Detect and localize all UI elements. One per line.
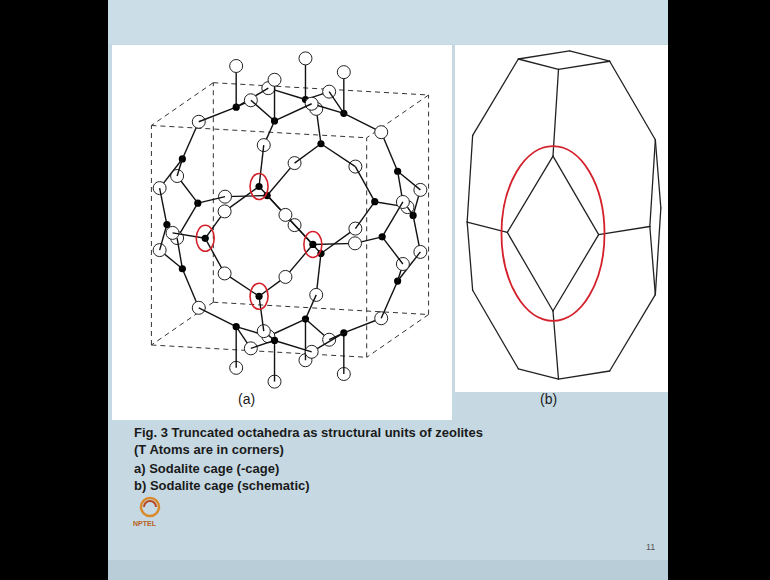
bond-line [381, 281, 397, 318]
bond-line [355, 167, 374, 202]
bond-line [173, 233, 206, 238]
red-annotation [196, 225, 214, 251]
cage-edge [467, 222, 473, 290]
bond-line [160, 188, 167, 224]
bond-line [355, 202, 374, 229]
cube-edge [428, 95, 429, 315]
schematic-cage [467, 51, 661, 379]
cage-edge [610, 295, 656, 371]
bond-line [275, 340, 312, 351]
bond-line [235, 327, 236, 368]
oxygen-atom [375, 126, 388, 139]
cage-edge [570, 51, 610, 61]
bond-line [382, 202, 403, 237]
figure-caption: Fig. 3 Truncated octahedra as structural… [134, 424, 491, 458]
oxygen-atom [337, 66, 350, 79]
cube-edge [213, 83, 428, 95]
bond-line [199, 308, 236, 327]
cage-edge [650, 227, 656, 295]
oxygen-atom [279, 270, 292, 283]
panel-b [455, 45, 668, 392]
cage-edge [558, 61, 609, 69]
cage-edge [553, 69, 559, 156]
bond-line [274, 340, 275, 381]
cage-edge [655, 140, 661, 208]
cube-edge [151, 125, 366, 137]
cube-edge [213, 302, 428, 314]
top-band [108, 0, 668, 44]
cage-edge [507, 156, 553, 232]
logo-ring [141, 498, 159, 516]
bond-line [251, 100, 275, 121]
bond-line [321, 144, 355, 167]
cube-edge [151, 345, 366, 357]
oxygen-atom [218, 205, 231, 218]
caption-item: b) Sodalite cage (schematic) [134, 478, 310, 493]
panel-a [112, 45, 452, 420]
cube-edge [367, 95, 429, 138]
bond-line [199, 107, 236, 122]
cube-edge [151, 125, 152, 345]
panel-label: (b) [540, 391, 557, 407]
red-annotation [304, 231, 322, 257]
logo-text: NPTEL [133, 520, 156, 527]
bond-line [343, 333, 344, 374]
bond-line [251, 340, 275, 348]
cage-edge [558, 371, 609, 379]
cage-edge [507, 232, 553, 311]
bond-line [259, 296, 264, 331]
caption-item: a) Sodalite cage (-cage) [134, 461, 279, 476]
bond-line [259, 145, 264, 186]
cage-edge [518, 59, 558, 69]
cage-edge [518, 51, 569, 59]
bond-line [236, 88, 268, 107]
oxygen-atom [268, 73, 281, 86]
red-annotation [250, 174, 268, 200]
bond-line [160, 225, 167, 251]
nptel-logo [141, 498, 159, 516]
bond-line [198, 197, 225, 203]
cage-edge [473, 59, 519, 135]
cube-edge [151, 302, 213, 345]
bond-line [275, 104, 312, 121]
bond-line [177, 238, 182, 269]
oxygen-atom [348, 237, 361, 250]
red-annotation [501, 146, 604, 321]
cage-edge [650, 140, 656, 227]
oxygen-atom [279, 208, 292, 221]
cage-edge [553, 156, 599, 235]
ball-and-stick-cage [151, 52, 428, 388]
cage-edge [473, 290, 519, 369]
cage-edge [599, 227, 650, 235]
cage-edge [467, 135, 473, 222]
cage-edge [553, 235, 599, 311]
panel-label: (a) [238, 391, 255, 407]
cage-edge [655, 208, 661, 295]
bond-line [295, 144, 321, 163]
oxygen-atom [218, 267, 231, 280]
oxygen-atom [299, 52, 312, 65]
bond-line [305, 295, 316, 319]
oxygen-atom [230, 59, 243, 72]
bond-line [382, 237, 403, 264]
logo-swirl [144, 501, 156, 507]
slide-ground [108, 0, 668, 580]
red-annotation [250, 283, 268, 309]
cage-edge [610, 61, 656, 140]
page-number: 11 [646, 542, 655, 552]
bottom-strip [108, 560, 668, 580]
cage-edge [518, 369, 558, 379]
